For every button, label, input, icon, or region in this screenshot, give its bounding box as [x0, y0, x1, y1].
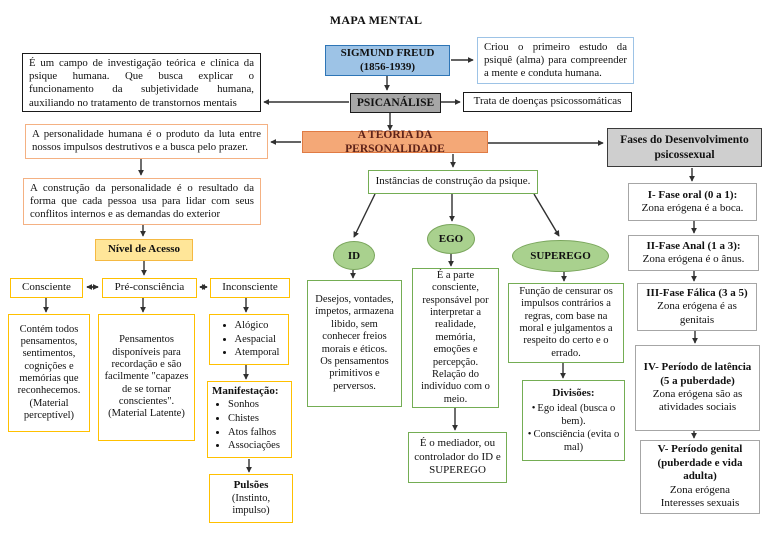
mindmap-title: MAPA MENTAL	[329, 13, 423, 27]
node-freud-note: Criou o primeiro estudo da psiquê (alma)…	[477, 37, 634, 84]
list-item: Atemporal	[235, 346, 280, 360]
fase-falica-body: Zona erógena é as genitais	[657, 300, 737, 326]
node-nivel-de-acesso: Nível de Acesso	[95, 239, 193, 261]
list-item: Consciência (evita o mal)	[527, 428, 620, 454]
node-construcao-note: A construção da personalidade é o result…	[23, 178, 261, 225]
node-personalidade-note: A personalidade humana é o produto da lu…	[25, 124, 268, 159]
node-fase-oral: I- Fase oral (0 a 1): Zona erógena é a b…	[628, 183, 757, 221]
list-item: Ego ideal (busca o bem).	[527, 402, 620, 428]
fase-oral-body: Zona erógena é a boca.	[641, 202, 744, 214]
node-sigmund-freud: SIGMUND FREUD (1856-1939)	[325, 45, 450, 76]
node-superego-desc: Função de censurar os impulsos contrário…	[508, 283, 624, 363]
node-pre-consciencia: Pré-consciência	[102, 278, 197, 298]
node-manifestacao: Manifestação: SonhosChistesAtos falhosAs…	[207, 381, 292, 458]
node-periodo-genital: V- Período genital (puberdade e vida adu…	[640, 440, 760, 514]
divisoes-title: Divisões:	[552, 386, 595, 399]
node-inconsciente: Inconsciente	[210, 278, 290, 298]
manifestacao-list: SonhosChistesAtos falhosAssociações	[212, 398, 287, 453]
periodo-latencia-title: IV- Período de latência (5 a puberdade)	[643, 361, 752, 387]
node-id-desc: Desejos, vontades, ímpetos, armazena lib…	[307, 280, 402, 407]
node-fase-falica: III-Fase Fálica (3 a 5) Zona erógena é a…	[637, 283, 757, 331]
list-item: Atos falhos	[228, 426, 287, 440]
node-divisoes: Divisões: Ego ideal (busca o bem).Consci…	[522, 380, 625, 461]
node-psicanalise: PSICANÁLISE	[350, 93, 441, 113]
fase-anal-title: II-Fase Anal (1 a 3):	[646, 239, 741, 252]
node-instancias: Instâncias de construção da psique.	[368, 170, 538, 194]
periodo-latencia-body: Zona erógena são as atividades sociais	[652, 388, 743, 414]
periodo-genital-body: Zona erógena Interesses sexuais	[660, 483, 740, 510]
node-id: ID	[333, 241, 375, 270]
node-fases-header: Fases do Desenvolvimento psicossexual	[607, 128, 762, 167]
pulsoes-sub: (Instinto, impulso)	[231, 492, 271, 517]
node-consciente-desc: Contém todos pensamentos, sentimentos, c…	[8, 314, 90, 432]
fase-falica-title: III-Fase Fálica (3 a 5)	[646, 286, 748, 299]
node-consciente: Consciente	[10, 278, 83, 298]
list-item: Chistes	[228, 412, 287, 426]
list-item: Associações	[228, 439, 287, 453]
node-pulsoes: Pulsões (Instinto, impulso)	[209, 474, 293, 523]
node-fase-anal: II-Fase Anal (1 a 3): Zona erógena é o â…	[628, 235, 759, 271]
node-ego: EGO	[427, 224, 475, 254]
inconsciente-traits-list: AlógicoAespacialAtemporal	[219, 319, 280, 360]
list-item: Aespacial	[235, 333, 280, 347]
fase-anal-body: Zona erógena é o ânus.	[642, 253, 745, 265]
node-psicanalise-definition: É um campo de investigação teórica e clí…	[22, 53, 261, 112]
list-item: Alógico	[235, 319, 280, 333]
node-periodo-latencia: IV- Período de latência (5 a puberdade) …	[635, 345, 760, 431]
node-psicossomaticas: Trata de doenças psicossomáticas	[463, 92, 632, 112]
list-item: Sonhos	[228, 398, 287, 412]
node-ego-desc: É a parte consciente, responsável por in…	[412, 268, 499, 408]
node-ego-mediador: É o mediador, ou controlador do ID e SUP…	[408, 432, 507, 483]
pulsoes-title: Pulsões	[233, 479, 269, 492]
node-inconsciente-traits: AlógicoAespacialAtemporal	[209, 314, 289, 365]
fase-oral-title: I- Fase oral (0 a 1):	[647, 188, 738, 201]
node-teoria-personalidade: A TEORIA DA PERSONALIDADE	[302, 129, 488, 155]
node-superego: SUPEREGO	[512, 240, 609, 272]
periodo-genital-title: V- Período genital (puberdade e vida adu…	[657, 443, 743, 483]
node-pre-consciencia-desc: Pensamentos disponíveis para recordação …	[98, 314, 195, 441]
manifestacao-title: Manifestação:	[212, 385, 279, 397]
divisoes-list: Ego ideal (busca o bem).Consciência (evi…	[527, 402, 620, 455]
